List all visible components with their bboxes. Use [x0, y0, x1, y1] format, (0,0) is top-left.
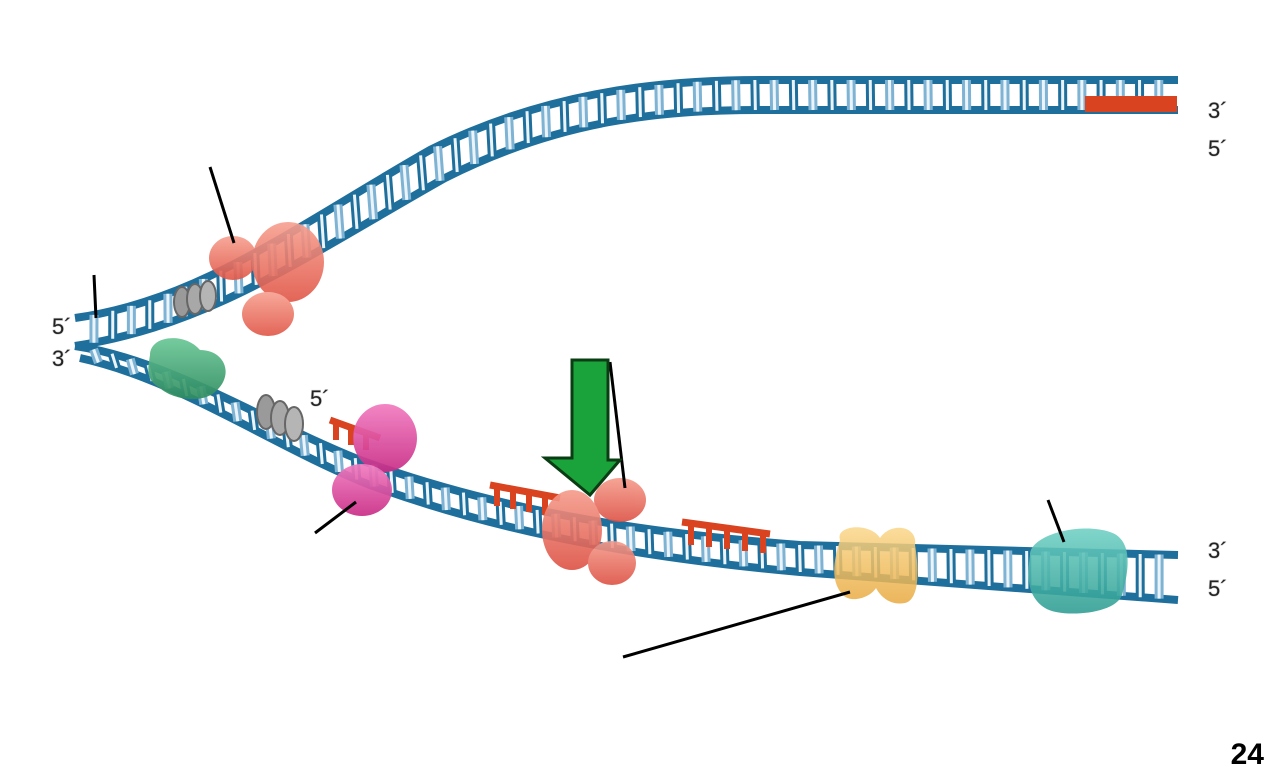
base-pair-rung-highlight [419, 155, 425, 191]
base-pair-rung-highlight [402, 164, 409, 201]
base-pair-rung-highlight [369, 184, 376, 220]
rna-primer-top-right [1085, 96, 1177, 112]
base-pair-rung-highlight [461, 492, 467, 516]
base-pair-rung-highlight [443, 487, 448, 511]
teal-protein [1028, 528, 1128, 614]
green-down-arrow-icon [540, 358, 624, 498]
top-polymerase-complex [209, 222, 324, 336]
base-pair-rung-highlight [385, 174, 392, 210]
end-label-primer: 5´ [310, 386, 330, 411]
base-pair-rung-highlight [507, 117, 512, 150]
base-pair-rung-highlight [628, 526, 633, 552]
pointer-line-lagging-polymerase [608, 361, 627, 489]
end-label-left-lower: 3´ [52, 346, 72, 371]
end-label-top-right-upper: 3´ [1208, 98, 1228, 123]
base-pair-rung-highlight [407, 476, 412, 499]
base-pair-rung-highlight [657, 84, 661, 115]
top-strand-backbone-inner [74, 106, 1178, 350]
dna-ligase [834, 527, 918, 604]
pointer-line-left-strand [92, 274, 98, 319]
base-pair-rung-highlight [753, 79, 757, 111]
pointer-line-teal-protein [1046, 499, 1066, 543]
base-pair-rung-highlight [676, 83, 681, 113]
base-pair-rung-highlight [233, 402, 240, 422]
base-pair-rung-highlight [581, 96, 586, 128]
base-pair-rung-highlight [128, 358, 136, 375]
ssb-protein-top [173, 280, 217, 318]
base-pair-rung-highlight [319, 442, 324, 465]
base-pair-rung-highlight [336, 450, 341, 473]
end-label-left-upper: 5´ [52, 314, 72, 339]
end-label-bottom-right-upper: 3´ [1208, 538, 1228, 563]
rna-primer-okazaki-2 [489, 481, 561, 515]
base-pair-rung-highlight [525, 111, 530, 144]
base-pair-rung-highlight [216, 394, 223, 413]
base-pair-rung-highlight [562, 101, 567, 133]
base-pair-rung-highlight [301, 435, 307, 456]
base-pair-rung-highlight [453, 138, 459, 173]
base-pair-rung-highlight [336, 204, 342, 239]
pointer-line-primase [314, 500, 357, 535]
base-pair-rung-highlight [798, 544, 802, 573]
helicase-green [148, 338, 226, 400]
base-pair-rung-highlight [695, 81, 700, 112]
base-pair-rung-highlight [110, 353, 118, 369]
base-pair-rung-highlight [772, 79, 777, 111]
base-pair-rung-highlight [489, 123, 494, 157]
base-pair-rung-highlight [250, 410, 257, 431]
pointer-line-ligase [622, 590, 851, 659]
base-pair-rung-highlight [425, 482, 430, 505]
base-pair-rung-highlight [600, 93, 605, 124]
base-pair-rung-highlight [498, 501, 503, 525]
base-pair-rung-highlight [480, 497, 485, 521]
primase [332, 404, 417, 516]
base-pair-rung-highlight [352, 194, 359, 230]
base-pair-rung-highlight [779, 543, 783, 571]
rna-primer-okazaki-3 [681, 518, 771, 553]
base-pair-rung-highlight [543, 105, 549, 138]
end-label-bottom-right-lower: 5´ [1208, 576, 1228, 601]
base-pair-rung-highlight [517, 505, 522, 530]
base-pair-rung-highlight [638, 87, 642, 118]
base-pair-rung-highlight [92, 348, 100, 364]
base-pair-rung-highlight [436, 146, 442, 181]
rna-primers [328, 96, 1177, 553]
bottom-strand-backbone-upper [74, 342, 1179, 559]
end-label-top-right-lower: 5´ [1208, 136, 1228, 161]
base-pair-rung-highlight [734, 80, 738, 111]
base-pair-rung-highlight [389, 470, 394, 493]
base-pair-rung-highlight [666, 531, 671, 557]
pointer-line-top-polymerase [208, 166, 236, 244]
base-pair-rung-highlight [703, 536, 708, 563]
base-pair-rung-highlight [619, 89, 623, 120]
label-pointer-lines [92, 166, 1066, 659]
base-pair-rung-highlight [319, 214, 326, 249]
base-pair-rung-highlight [816, 545, 821, 574]
lagging-polymerase [542, 478, 646, 585]
page-number: 24 [1230, 738, 1264, 771]
base-pair-rung-highlight [471, 130, 477, 165]
base-pair-rung-highlight [714, 80, 719, 111]
ssb-protein-bottom [256, 394, 304, 442]
base-pair-rung-highlight [535, 509, 540, 534]
base-pair-rung-highlight [647, 529, 652, 555]
base-pair-rung-highlight [685, 534, 689, 560]
top-dna-strand [74, 76, 1178, 350]
